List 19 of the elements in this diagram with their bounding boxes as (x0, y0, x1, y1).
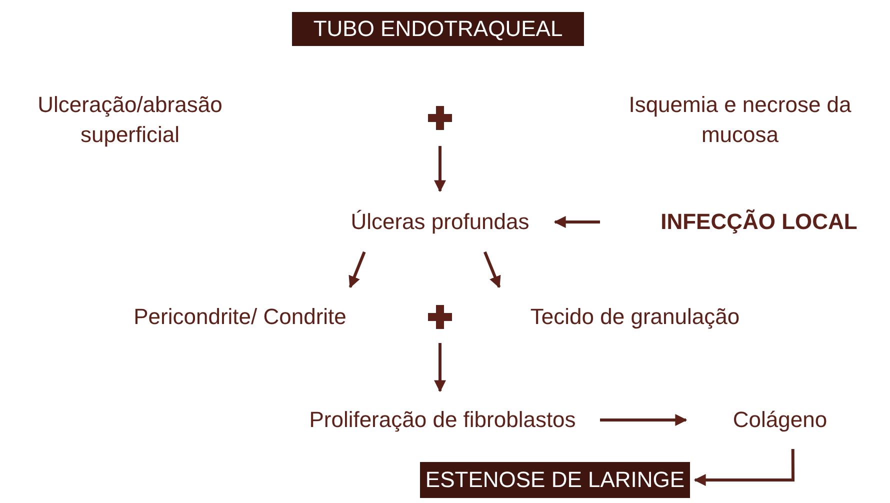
step-label: Ulceração/abrasão superficial (0, 88, 260, 152)
step-label: Tecido de granulação (490, 300, 780, 334)
arrow (434, 146, 446, 192)
factor-label: INFECÇÃO LOCAL (640, 205, 878, 239)
plus-icon (428, 305, 452, 329)
arrow (554, 216, 600, 228)
step-label: Colágeno (700, 403, 860, 437)
step-label: Úlceras profundas (330, 205, 550, 239)
result-band: ESTENOSE DE LARINGE (420, 462, 690, 498)
arrow (434, 343, 446, 392)
step-label: Pericondrite/ Condrite (90, 300, 390, 334)
arrow (600, 414, 688, 426)
arrow (348, 251, 366, 288)
plus-icon (428, 106, 452, 130)
title-band: TUBO ENDOTRAQUEAL (292, 12, 584, 46)
step-label: Proliferação de fibroblastos (305, 403, 580, 437)
arrow (484, 251, 501, 288)
step-label: Isquemia e necrose da mucosa (590, 88, 890, 152)
arrow (694, 448, 794, 486)
